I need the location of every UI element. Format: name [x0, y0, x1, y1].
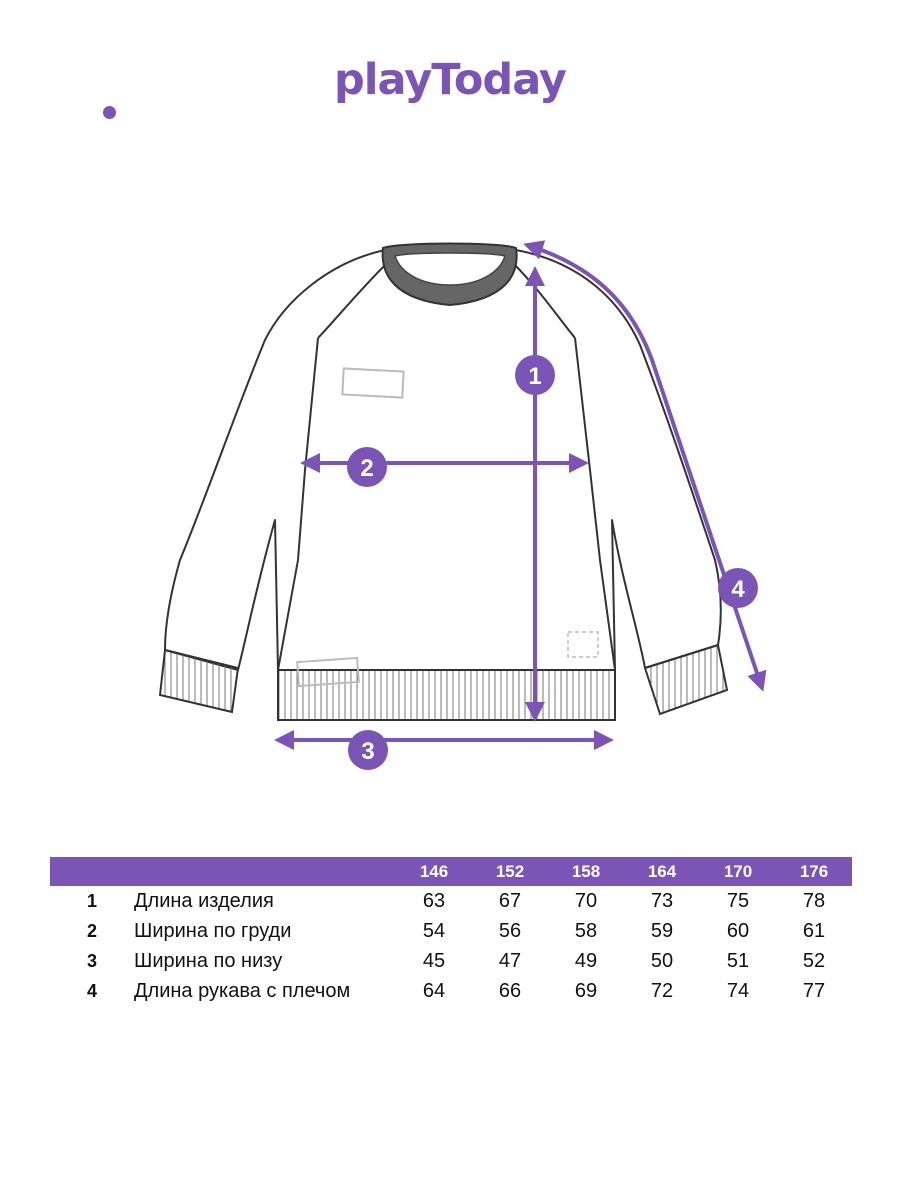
brand-logo: playToday: [0, 50, 900, 119]
marker-2: 2: [347, 447, 387, 487]
row-number: 4: [86, 981, 97, 1001]
row-label: Ширина по груди: [134, 920, 292, 942]
size-header-row: 146 152 158 164 170 176: [50, 857, 852, 886]
row-value: 61: [802, 920, 826, 942]
row-value: 77: [802, 980, 826, 1002]
row-value: 49: [574, 950, 598, 972]
row-value: 75: [726, 890, 750, 912]
row-value: 51: [726, 950, 750, 972]
sweatshirt-measurement-diagram: 1 2 3 4: [158, 240, 767, 770]
row-label: Длина изделия: [134, 890, 274, 912]
row-value: 66: [498, 980, 522, 1002]
row-value: 78: [802, 890, 826, 912]
left-raglan-seam: [317, 261, 389, 339]
marker-4: 4: [718, 568, 758, 608]
row-label: Длина рукава с плечом: [134, 980, 351, 1002]
row-value: 54: [422, 920, 446, 942]
row-value: 50: [650, 950, 674, 972]
row-value: 73: [650, 890, 674, 912]
row-number: 1: [86, 891, 97, 911]
size-header: 146: [419, 861, 449, 881]
hem-patch: [296, 656, 360, 688]
row-value: 72: [650, 980, 674, 1002]
row-value: 52: [802, 950, 826, 972]
row-value: 70: [574, 890, 598, 912]
marker-1-label: 1: [528, 363, 541, 390]
marker-3-label: 3: [361, 738, 374, 765]
row-value: 63: [422, 890, 446, 912]
row-value: 60: [726, 920, 750, 942]
row-value: 47: [498, 950, 522, 972]
row-value: 69: [574, 980, 598, 1002]
table-row: 2 Ширина по груди 54 56 58 59 60 61: [50, 916, 852, 946]
collar-inner: [394, 252, 506, 286]
chest-patch: [341, 367, 405, 399]
row-value: 74: [726, 980, 750, 1002]
row-number: 2: [86, 921, 97, 941]
row-value: 58: [574, 920, 598, 942]
waistband: [277, 669, 616, 721]
marker-1: 1: [515, 355, 555, 395]
row-value: 56: [498, 920, 522, 942]
left-cuff: [158, 648, 240, 714]
size-table: 146 152 158 164 170 176 1 Длина изделия …: [50, 857, 852, 1006]
brand-logo-dot: [103, 106, 116, 119]
size-header: 176: [799, 861, 829, 881]
size-header: 164: [647, 861, 677, 881]
table-row: 3 Ширина по низу 45 47 49 50 51 52: [50, 946, 852, 976]
table-row: 1 Длина изделия 63 67 70 73 75 78: [50, 886, 852, 916]
size-header: 152: [495, 861, 525, 881]
marker-3: 3: [348, 730, 388, 770]
row-value: 45: [422, 950, 446, 972]
measure-line-sleeve: [523, 240, 767, 692]
marker-2-label: 2: [360, 455, 373, 482]
body-outline: [277, 337, 616, 671]
brand-logo-text: playToday: [334, 55, 567, 105]
table-row: 4 Длина рукава с плечом 64 66 69 72 74 7…: [50, 976, 852, 1006]
row-value: 67: [498, 890, 522, 912]
size-header: 170: [723, 861, 753, 881]
row-value: 64: [422, 980, 446, 1002]
marker-4-label: 4: [731, 576, 745, 603]
row-number: 3: [86, 951, 97, 971]
size-header: 158: [571, 861, 601, 881]
row-value: 59: [650, 920, 674, 942]
row-label: Ширина по низу: [134, 950, 283, 972]
